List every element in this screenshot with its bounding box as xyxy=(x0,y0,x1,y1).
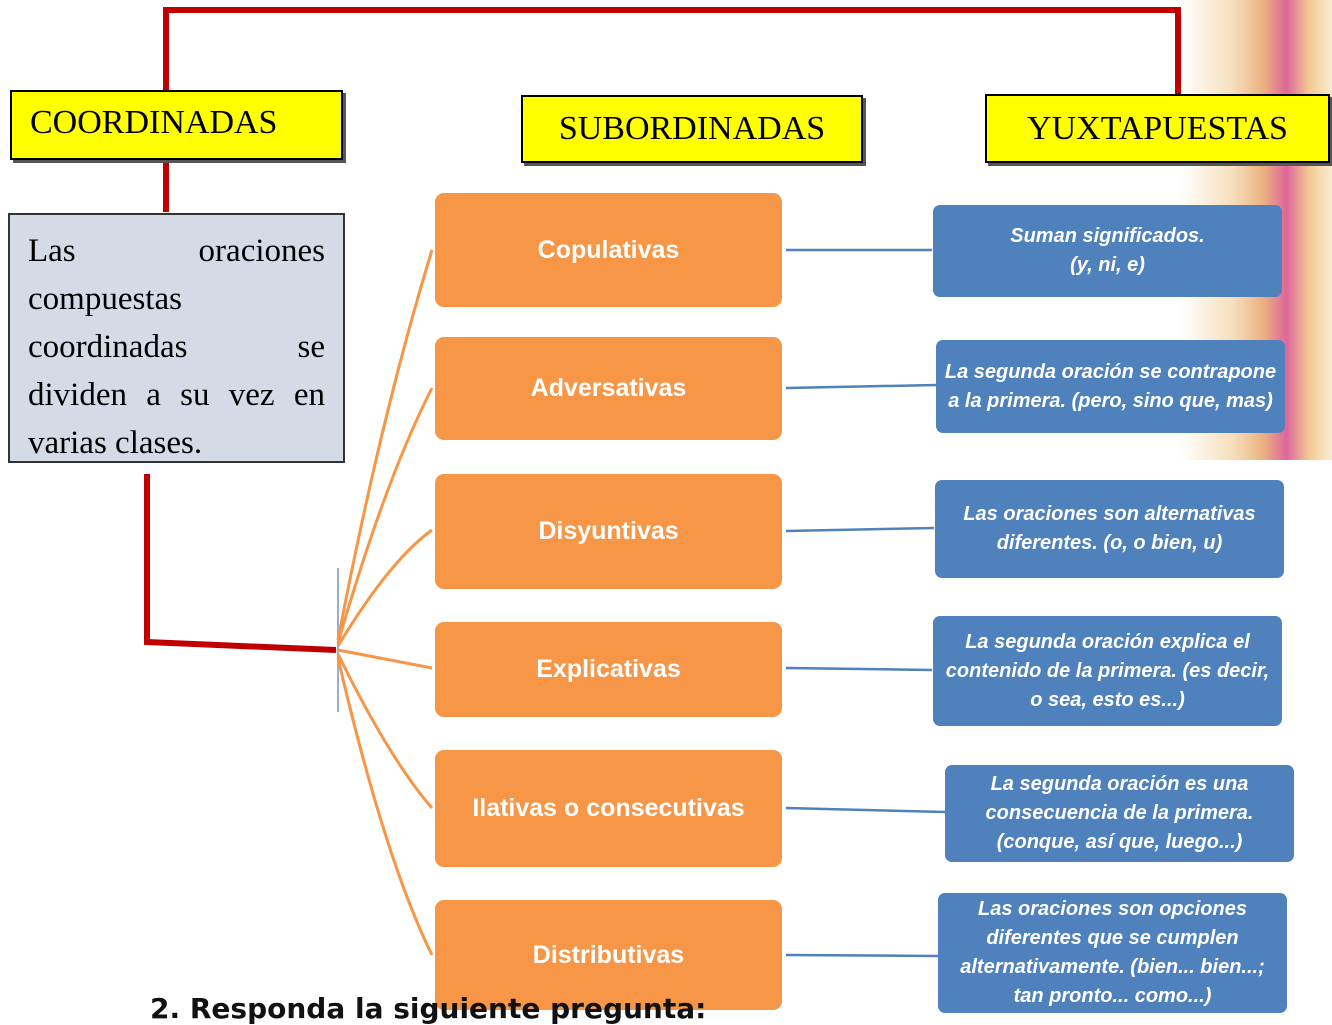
branch-adversativas xyxy=(336,387,434,644)
type-description-5: Las oraciones son opciones diferentes qu… xyxy=(938,893,1287,1013)
red-definition-to-branch xyxy=(144,474,337,653)
type-box-2: Disyuntivas xyxy=(435,474,782,589)
type-description-1: La segunda oración se contrapone a la pr… xyxy=(936,340,1285,433)
branch-disyuntivas xyxy=(336,528,433,647)
type-box-1: Adversativas xyxy=(435,337,782,440)
header-coordinadas: COORDINADAS xyxy=(10,90,343,160)
type-box-3: Explicativas xyxy=(435,622,782,717)
type-box-5: Distributivas xyxy=(435,900,782,1010)
orange-branches xyxy=(336,249,434,956)
red-top-connector xyxy=(163,7,1181,94)
type-description-4: La segunda oración es una consecuencia d… xyxy=(945,765,1294,862)
branch-copulativas xyxy=(336,249,434,641)
footer-question: 2. Responda la siguiente pregunta: xyxy=(150,992,707,1025)
type-box-0: Copulativas xyxy=(435,193,782,307)
link-disyuntivas xyxy=(785,526,935,533)
type-description-2: Las oraciones son alternativas diferente… xyxy=(935,480,1284,578)
header-yuxtapuestas: YUXTAPUESTAS xyxy=(985,94,1330,163)
type-description-3: La segunda oración explica el contenido … xyxy=(933,616,1282,726)
definition-box: Las oraciones compuestas coordinadas se … xyxy=(8,213,345,463)
link-explicativas xyxy=(785,666,933,672)
header-subordinadas: SUBORDINADAS xyxy=(521,95,863,163)
blue-connectors xyxy=(785,248,946,958)
type-box-4: Ilativas o consecutivas xyxy=(435,750,782,867)
link-adversativas xyxy=(785,383,937,390)
branch-explicativas xyxy=(337,648,433,670)
type-description-0: Suman significados. (y, ni, e) xyxy=(933,205,1282,297)
branch-distributivas xyxy=(336,657,434,956)
link-ilativas xyxy=(785,806,946,814)
link-distributivas xyxy=(785,953,939,958)
branch-ilativas xyxy=(336,653,434,809)
